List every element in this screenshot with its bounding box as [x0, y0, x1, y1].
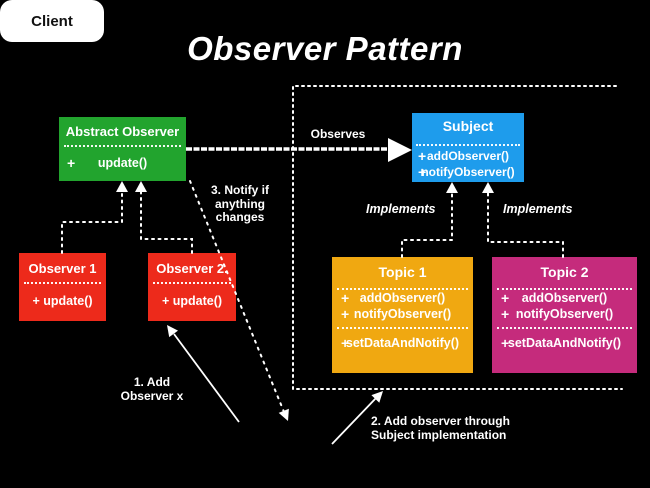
observer1-to-abstract-connector: [61, 191, 123, 254]
method-update: update(): [97, 156, 148, 170]
plus-sign: +: [501, 290, 510, 306]
uml-divider: [497, 327, 632, 329]
method-update: + update(): [32, 294, 93, 308]
observes-label: Observes: [310, 127, 366, 141]
uml-divider: [24, 282, 101, 284]
plus-sign: +: [67, 155, 76, 171]
method-set-data-and-notify: setDataAndNotify(): [507, 336, 622, 350]
class-title: Abstract Observer: [65, 124, 180, 139]
client-to-observer2-arrowhead-icon: [167, 325, 178, 338]
class-box-abstract-observer: Abstract Observer + update(): [59, 117, 186, 181]
plus-sign: +: [501, 335, 510, 351]
class-title: Subject: [442, 118, 494, 134]
class-title: Observer 2.: [156, 261, 228, 276]
observer2-arrowhead-icon: [135, 181, 147, 192]
method-add-observer: addObserver(): [426, 149, 510, 163]
method-set-data-and-notify: setDataAndNotify(): [345, 336, 460, 350]
topic2-arrowhead-icon: [482, 182, 494, 193]
method-update: + update(): [161, 294, 223, 308]
notify-arrowhead-icon: [278, 408, 289, 421]
client-box: Client: [0, 0, 104, 42]
method-notify-observer: notifyObserver(): [353, 307, 452, 321]
step1-line-2: Observer x: [120, 388, 184, 403]
step2-line-2: Subject implementation: [371, 427, 507, 442]
notify-line-2: anything: [215, 196, 265, 211]
observer1-arrowhead-icon: [116, 181, 128, 192]
plus-sign: +: [418, 164, 427, 180]
plus-sign: +: [418, 148, 427, 164]
uml-divider: [64, 145, 181, 147]
class-title: Topic 2: [540, 264, 589, 280]
step1-annotation: 1. Add Observer x: [114, 375, 190, 403]
step1-line-1: 1. Add: [133, 375, 171, 389]
step2-line-1: 2. Add observer through: [371, 414, 510, 428]
notify-annotation: 3. Notify if anything changes: [203, 183, 277, 225]
method-add-observer: addObserver(): [359, 291, 446, 305]
client-to-boundary-arrowhead-icon: [371, 391, 383, 403]
notify-line-1: 3. Notify if: [210, 183, 269, 197]
class-box-observer-2: Observer 2. + update(): [148, 253, 236, 321]
class-box-observer-1: Observer 1 + update(): [19, 253, 106, 321]
uml-divider: [416, 144, 520, 146]
class-box-subject: Subject + addObserver() + notifyObserver…: [412, 113, 524, 182]
class-box-topic-2: Topic 2 + addObserver() + notifyObserver…: [492, 257, 637, 373]
observes-arrowhead-icon: [388, 138, 412, 162]
plus-sign: +: [341, 306, 350, 322]
class-title: Observer 1: [28, 261, 97, 276]
implements-label-right: Implements: [503, 202, 573, 216]
method-notify-observer: notifyObserver(): [515, 307, 614, 321]
plus-sign: +: [341, 290, 350, 306]
topic1-arrowhead-icon: [446, 182, 458, 193]
client-label: Client: [31, 12, 73, 30]
class-title: Topic 1: [378, 264, 427, 280]
method-notify-observer: notifyObserver(): [421, 165, 515, 179]
observer2-to-abstract-connector: [140, 191, 193, 254]
method-add-observer: addObserver(): [521, 291, 608, 305]
step2-annotation: 2. Add observer through Subject implemen…: [371, 414, 521, 442]
implements-label-left: Implements: [366, 202, 436, 216]
plus-sign: +: [341, 335, 350, 351]
notify-line-3: changes: [215, 210, 265, 224]
class-box-topic-1: Topic 1 + addObserver() + notifyObserver…: [332, 257, 473, 373]
uml-divider: [337, 327, 468, 329]
plus-sign: +: [501, 306, 510, 322]
page-title: Observer Pattern: [187, 30, 463, 67]
